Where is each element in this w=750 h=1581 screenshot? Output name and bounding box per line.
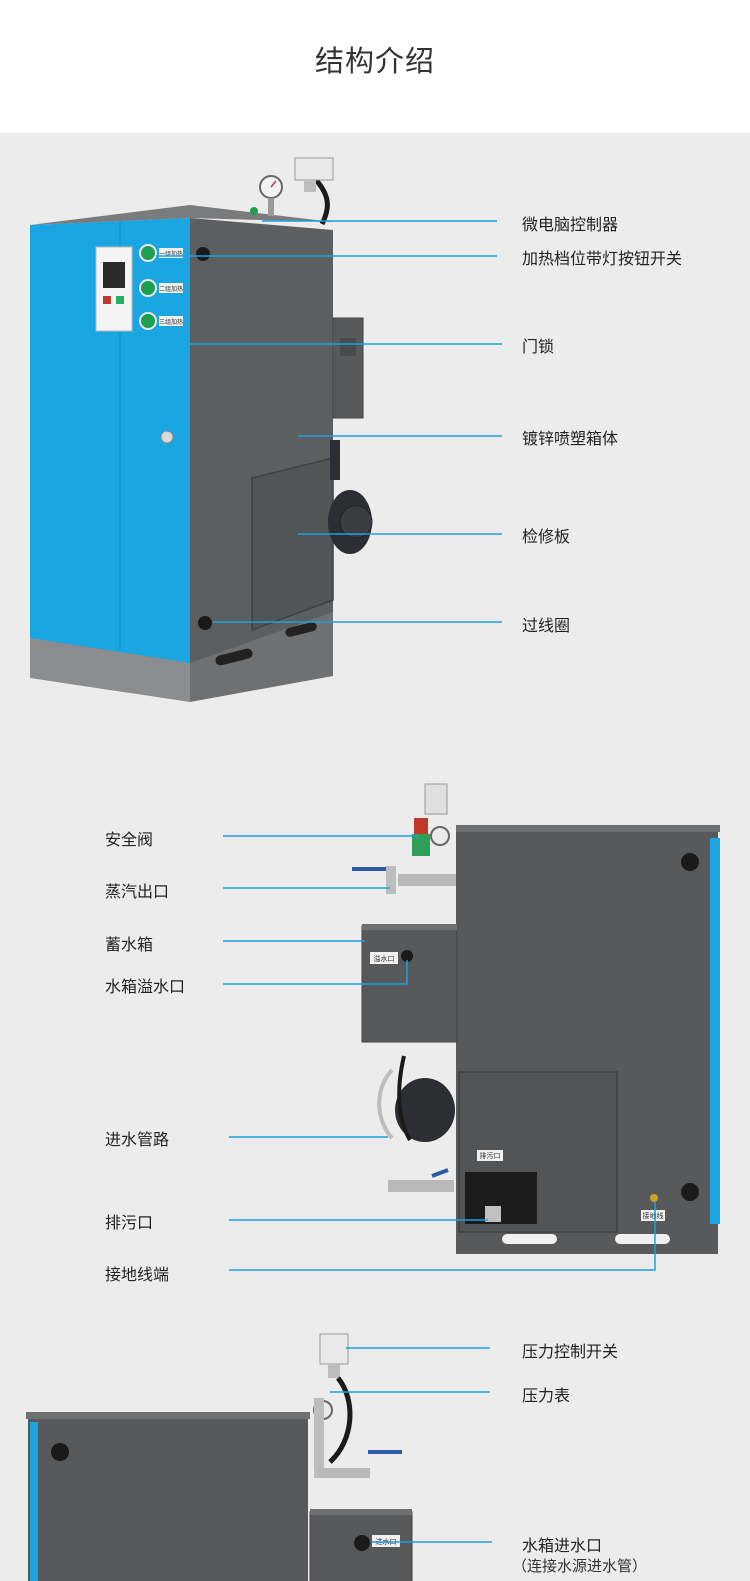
label-microcomputer-controller: 微电脑控制器 <box>522 215 619 234</box>
callout-line-ground <box>229 1202 656 1271</box>
section3-callouts <box>330 1347 492 1543</box>
page-title: 结构介绍 <box>314 44 435 78</box>
side-pump <box>395 1078 455 1142</box>
label-steam-outlet: 蒸汽出口 <box>105 882 170 901</box>
top-cover <box>30 205 333 225</box>
overflow-tag: 溢水口 <box>374 954 395 963</box>
label-water-tank: 蓄水箱 <box>105 935 154 954</box>
back-cabinet <box>28 1416 308 1581</box>
label-safety-valve: 安全阀 <box>105 830 154 849</box>
cable-hole-top <box>196 247 210 261</box>
boiler-back-view: 进水口 <box>26 1333 413 1581</box>
label-tank-inlet: 水箱进水口 <box>522 1536 603 1555</box>
door-lock <box>160 430 174 444</box>
callout-line-door-lock <box>167 343 502 432</box>
callout-line-overflow <box>223 960 408 985</box>
label-tank-overflow: 水箱溢水口 <box>105 977 186 996</box>
heating-buttons: 一组加热 二组加热 三组加热 <box>139 244 183 330</box>
section2-callouts <box>223 835 656 1271</box>
label-door-lock: 门锁 <box>522 337 555 356</box>
label-pressure-gauge: 压力表 <box>522 1386 571 1405</box>
cable-hole-bottom <box>198 616 212 630</box>
microcomputer-controller <box>95 246 133 332</box>
water-tank <box>332 317 364 419</box>
steam-outlet <box>398 874 456 886</box>
button-tag-3: 三组加热 <box>159 318 183 326</box>
label-cable-grommet: 过线圈 <box>522 616 571 635</box>
boiler-side-view: 排污口 接地线 溢水口 <box>352 783 720 1254</box>
label-pressure-switch: 压力控制开关 <box>522 1342 619 1361</box>
label-heating-switch: 加热档位带灯按钮开关 <box>522 249 683 268</box>
pressure-switch <box>294 157 334 181</box>
boiler-front-view: 一组加热 二组加热 三组加热 <box>30 157 373 702</box>
label-inspection-panel: 检修板 <box>522 527 571 546</box>
label-ground-terminal: 接地线端 <box>105 1265 170 1284</box>
label-inlet-pipe: 进水管路 <box>105 1130 170 1149</box>
safety-valve <box>424 783 448 815</box>
label-galvanized-cabinet: 镀锌喷塑箱体 <box>522 429 619 448</box>
ground-tag: 接地线 <box>643 1211 664 1220</box>
section1-callouts <box>156 220 502 623</box>
back-pressure-switch <box>319 1333 349 1365</box>
label-drain: 排污口 <box>105 1213 154 1232</box>
header: 结构介绍 <box>0 0 750 133</box>
drain-tag: 排污口 <box>480 1151 501 1160</box>
label-tank-inlet-note: （连接水源进水管） <box>512 1557 648 1575</box>
inspection-panel <box>251 457 334 632</box>
button-tag-1: 一组加热 <box>159 250 183 258</box>
button-tag-2: 二组加热 <box>159 285 183 293</box>
